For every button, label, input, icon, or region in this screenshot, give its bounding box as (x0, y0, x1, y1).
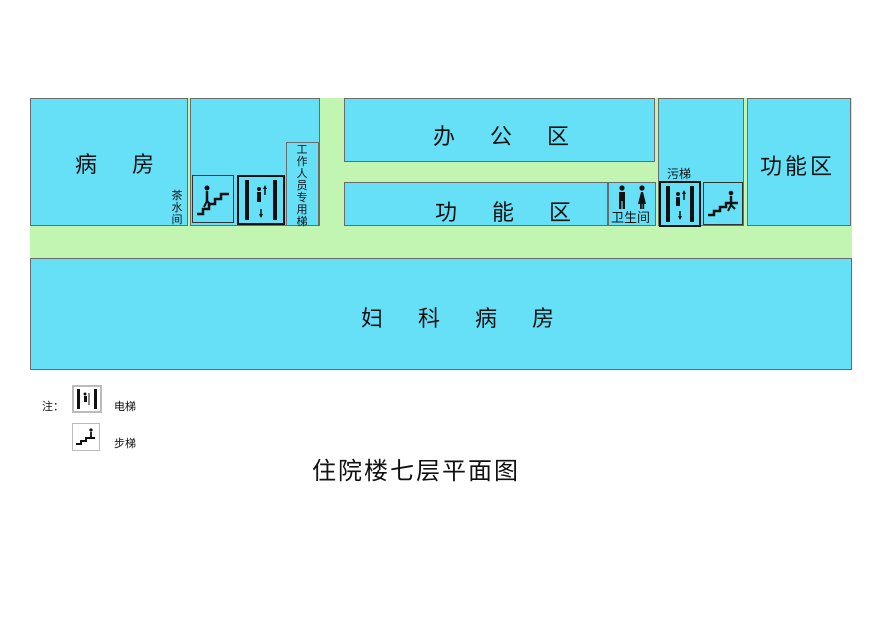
room-office: 办 公 区 (344, 98, 655, 162)
legend-stairs-icon (72, 423, 100, 451)
legend-elevator-icon (72, 385, 102, 413)
function-right-label: 功能区 (760, 155, 836, 180)
stairs-left (192, 175, 234, 223)
room-gyn-ward: 妇 科 病 房 (30, 258, 852, 370)
elevator-dirty (659, 181, 701, 227)
stairs-right (703, 182, 743, 225)
function-center-label: 功 能 区 (435, 201, 585, 226)
stairs-icon (197, 185, 229, 216)
room-function-right: 功能区 (747, 98, 851, 226)
legend-elevator-label: 电梯 (114, 400, 136, 413)
dirty-elevator-label: 污梯 (667, 167, 692, 181)
legend-stairs-label: 步梯 (114, 437, 136, 450)
office-label: 办 公 区 (433, 125, 583, 150)
room-function-center: 功 能 区 (344, 182, 608, 226)
legend-note: 注： (42, 400, 64, 413)
stairs-icon (708, 190, 738, 217)
staff-elevator-label: 工作人员专用梯 (296, 143, 308, 228)
elevator-icon (77, 389, 97, 409)
restroom-label: 卫生间 (611, 211, 651, 226)
stairs-icon (76, 428, 95, 445)
restroom-icon (619, 185, 646, 209)
tea-room-label: 茶水间 (171, 189, 183, 226)
room-restroom: 卫生间 (608, 182, 656, 226)
plan-title: 住院楼七层平面图 (312, 457, 520, 485)
ward-label: 病 房 (75, 153, 168, 178)
elevator-icon (245, 180, 277, 220)
room-ward: 病 房 (30, 98, 188, 226)
elevator-left (237, 175, 285, 225)
room-staff-elevator (286, 142, 319, 226)
gyn-ward-label: 妇 科 病 房 (361, 307, 568, 332)
elevator-icon (666, 186, 694, 222)
